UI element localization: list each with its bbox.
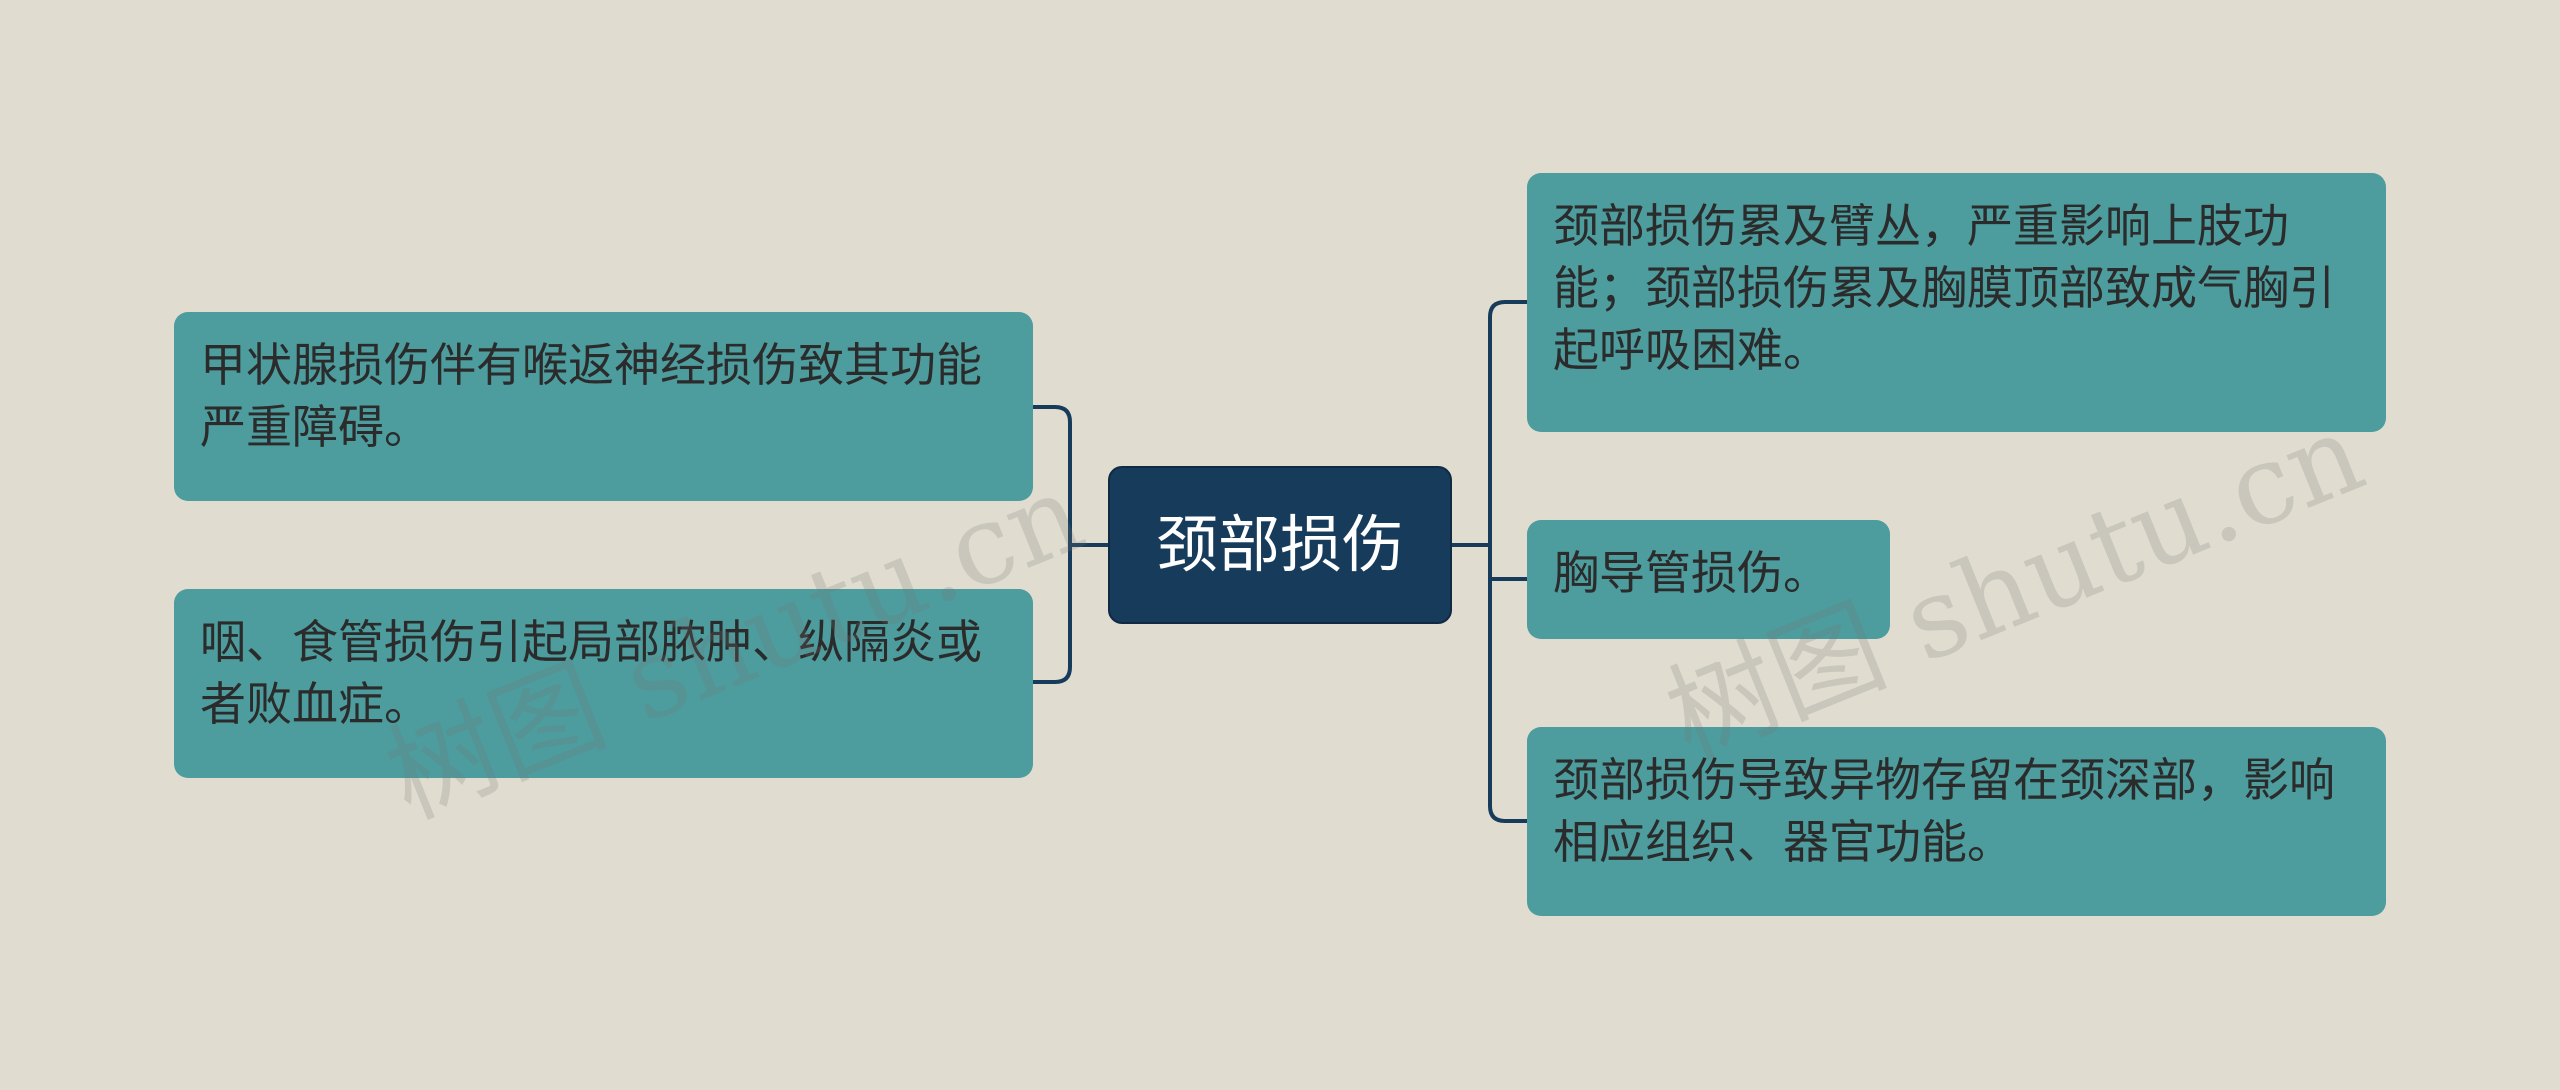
central-topic-label: 颈部损伤 [1155, 508, 1404, 581]
branch-right-brachial-plexus[interactable]: 颈部损伤累及臂丛，严重影响上肢功能；颈部损伤累及胸膜顶部致成气胸引起呼吸困难。 [1527, 173, 2386, 432]
central-topic[interactable]: 颈部损伤 [1108, 466, 1452, 624]
branch-left-thyroid-injury[interactable]: 甲状腺损伤伴有喉返神经损伤致其功能严重障碍。 [174, 312, 1033, 501]
branch-right-foreign-label: 颈部损伤导致异物存留在颈深部，影响相应组织、器官功能。 [1553, 753, 2335, 869]
branch-left-esophagus-label: 咽、食管损伤引起局部脓肿、纵隔炎或者败血症。 [200, 615, 982, 731]
connector-left-spine [1033, 405, 1072, 684]
branch-left-esophagus-injury[interactable]: 咽、食管损伤引起局部脓肿、纵隔炎或者败血症。 [174, 589, 1033, 778]
branch-right-brachial-label: 颈部损伤累及臂丛，严重影响上肢功能；颈部损伤累及胸膜顶部致成气胸引起呼吸困难。 [1553, 199, 2335, 377]
branch-right-thoracic-label: 胸导管损伤。 [1553, 546, 1829, 600]
connector-right-spine [1488, 300, 1527, 823]
branch-right-thoracic-duct[interactable]: 胸导管损伤。 [1527, 520, 1890, 639]
branch-right-foreign-body[interactable]: 颈部损伤导致异物存留在颈深部，影响相应组织、器官功能。 [1527, 727, 2386, 916]
branch-left-thyroid-label: 甲状腺损伤伴有喉返神经损伤致其功能严重障碍。 [200, 338, 982, 454]
